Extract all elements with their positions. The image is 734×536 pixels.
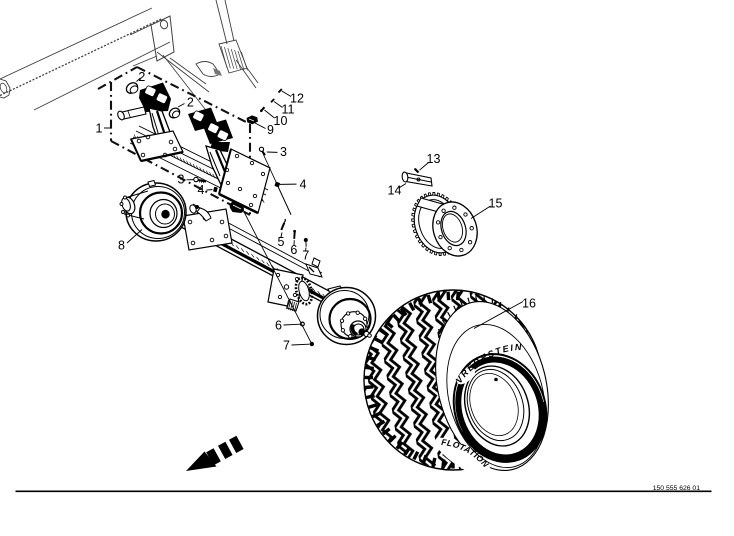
svg-text:15: 15 bbox=[489, 197, 503, 211]
svg-text:6: 6 bbox=[290, 243, 297, 257]
svg-text:2: 2 bbox=[138, 70, 145, 84]
svg-text:13: 13 bbox=[427, 152, 441, 166]
svg-text:2: 2 bbox=[187, 96, 194, 110]
svg-text:6: 6 bbox=[275, 319, 282, 333]
svg-text:7: 7 bbox=[302, 249, 309, 263]
svg-text:8: 8 bbox=[118, 239, 125, 253]
svg-text:3: 3 bbox=[280, 145, 287, 159]
svg-text:14: 14 bbox=[388, 184, 402, 198]
svg-text:5: 5 bbox=[278, 235, 285, 249]
svg-text:4: 4 bbox=[198, 183, 205, 197]
svg-text:10: 10 bbox=[274, 114, 288, 128]
svg-text:150 555 626 01: 150 555 626 01 bbox=[653, 485, 700, 492]
svg-text:7: 7 bbox=[283, 339, 290, 353]
svg-text:11: 11 bbox=[282, 103, 295, 117]
svg-text:1: 1 bbox=[96, 122, 103, 136]
svg-text:9: 9 bbox=[267, 123, 274, 137]
svg-text:12: 12 bbox=[290, 92, 304, 106]
svg-text:16: 16 bbox=[522, 297, 536, 311]
svg-text:4: 4 bbox=[300, 178, 307, 192]
svg-text:3: 3 bbox=[178, 173, 185, 187]
